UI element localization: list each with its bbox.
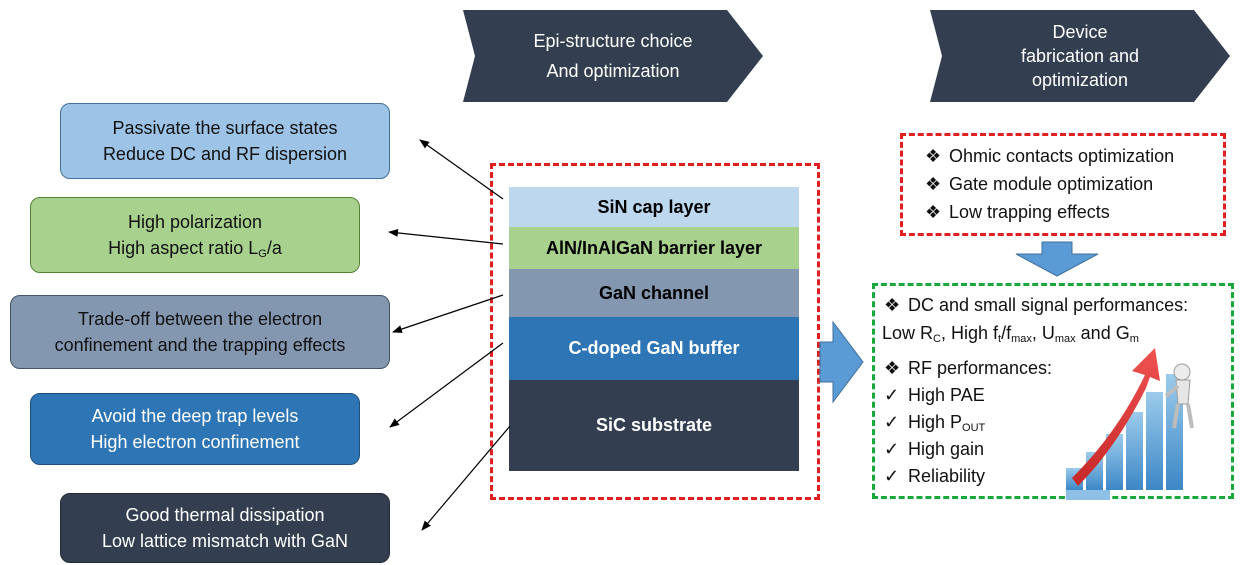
device-fabrication-line2: fabrication and: [1020, 46, 1140, 66]
layer-sin-cap: SiN cap layer: [509, 187, 799, 227]
label-deep-trap-line1: Avoid the deep trap levels: [91, 406, 299, 426]
label-polarization-line1: High polarization: [127, 212, 263, 232]
dc-text: and G: [1075, 323, 1130, 343]
epi-structure-line1: Epi-structure choice: [533, 31, 693, 51]
rf-item-text: Reliability: [908, 466, 986, 486]
optimization-item: ❖ Gate module optimization: [925, 170, 1223, 198]
epi-structure-chevron: Epi-structure choice And optimization: [463, 10, 763, 102]
check-icon: ✓: [884, 385, 900, 405]
rf-item: ✓ High PAE: [884, 382, 1231, 409]
growth-chart-illustration: [1066, 348, 1194, 500]
dc-heading: DC and small signal performances:: [908, 295, 1189, 315]
device-fabrication-chevron: Device fabrication and optimization: [930, 10, 1230, 102]
check-icon: ✓: [884, 466, 900, 486]
performance-box: ❖ DC and small signal performances: Low R…: [872, 283, 1234, 499]
dc-sub: max: [1054, 333, 1076, 345]
label-deep-trap: Avoid the deep trap levels High electron…: [30, 393, 360, 465]
dc-metrics-line: Low RC, High ft/fmax, Umax and Gm: [882, 319, 1231, 347]
flow-arrow-down: [1015, 241, 1099, 277]
dc-heading-row: ❖ DC and small signal performances:: [884, 291, 1231, 319]
connector-line-deep-trap: [389, 342, 504, 428]
layer-buffer: C-doped GaN buffer: [509, 317, 799, 380]
optimization-item-text: Gate module optimization: [949, 174, 1154, 194]
dc-text: /f: [1001, 323, 1012, 343]
dc-sub: m: [1129, 333, 1139, 345]
layer-barrier: AlN/InAlGaN barrier layer: [509, 227, 799, 269]
label-thermal-line1: Good thermal dissipation: [125, 505, 325, 525]
optimization-list: ❖ Ohmic contacts optimization ❖ Gate modul…: [925, 142, 1223, 226]
flow-arrow-right: [819, 320, 864, 404]
rf-item: ✓ High POUT: [884, 409, 1231, 436]
optimization-item-text: Ohmic contacts optimization: [949, 146, 1175, 166]
rf-list: ❖ RF performances: ✓ High PAE ✓ High POUT ✓…: [884, 355, 1231, 490]
rf-heading: RF performances:: [908, 358, 1053, 378]
dc-text: Low R: [882, 323, 934, 343]
rf-item-text: High gain: [908, 439, 985, 459]
label-passivation-line2: Reduce DC and RF dispersion: [102, 144, 348, 164]
layer-substrate: SiC substrate: [509, 380, 799, 471]
epi-stack: SiN cap layer AlN/InAlGaN barrier layer …: [509, 187, 799, 471]
optimization-box: ❖ Ohmic contacts optimization ❖ Gate modul…: [900, 133, 1226, 236]
rf-item: ✓ Reliability: [884, 463, 1231, 490]
diamond-bullet-icon: ❖: [884, 295, 901, 315]
check-icon: ✓: [884, 439, 900, 459]
dc-text: , U: [1031, 323, 1055, 343]
label-tradeoff-line1: Trade-off between the electron: [77, 309, 323, 329]
layer-gan-channel: GaN channel: [509, 269, 799, 317]
dc-text: , High f: [940, 323, 999, 343]
dc-sub: t: [998, 333, 1002, 345]
rf-heading-row: ❖ RF performances:: [884, 355, 1231, 382]
label-tradeoff: Trade-off between the electron confineme…: [10, 295, 390, 369]
label-thermal-line2: Low lattice mismatch with GaN: [101, 531, 349, 551]
connector-line-thermal: [421, 425, 511, 531]
rf-item: ✓ High gain: [884, 436, 1231, 463]
connector-line-polarization: [388, 228, 504, 245]
diamond-bullet-icon: ❖: [925, 202, 942, 222]
rf-item-text: High PAE: [908, 385, 985, 405]
label-passivation-line1: Passivate the surface states: [112, 118, 338, 138]
connector-line-tradeoff: [392, 294, 504, 333]
rf-item-sub: OUT: [962, 422, 986, 434]
optimization-item: ❖ Ohmic contacts optimization: [925, 142, 1223, 170]
label-polarization: High polarization High aspect ratio LG/a: [30, 197, 360, 273]
diamond-bullet-icon: ❖: [925, 174, 942, 194]
device-fabrication-line3: optimization: [1031, 70, 1129, 90]
diamond-bullet-icon: ❖: [925, 146, 942, 166]
diamond-bullet-icon: ❖: [884, 358, 901, 378]
dc-sub: C: [933, 333, 941, 345]
rf-item-text: High P: [908, 412, 963, 432]
epi-stack-frame: [490, 163, 820, 500]
label-passivation: Passivate the surface states Reduce DC a…: [60, 103, 390, 179]
optimization-item: ❖ Low trapping effects: [925, 198, 1223, 226]
connector-line-passivation: [419, 139, 504, 200]
dc-sub: max: [1011, 333, 1032, 345]
check-icon: ✓: [884, 412, 900, 432]
epi-structure-line2: And optimization: [546, 61, 680, 81]
aspect-ratio-subscript: G: [258, 248, 267, 260]
optimization-item-text: Low trapping effects: [949, 202, 1110, 222]
label-thermal: Good thermal dissipation Low lattice mis…: [60, 493, 390, 563]
label-tradeoff-line2: confinement and the trapping effects: [54, 335, 346, 355]
aspect-ratio-text: High aspect ratio L: [108, 238, 259, 258]
label-polarization-line2: High aspect ratio LG/a: [108, 235, 282, 261]
device-fabrication-line1: Device: [1052, 22, 1108, 42]
label-deep-trap-line2: High electron confinement: [90, 432, 300, 452]
aspect-ratio-suffix: /a: [266, 238, 282, 258]
